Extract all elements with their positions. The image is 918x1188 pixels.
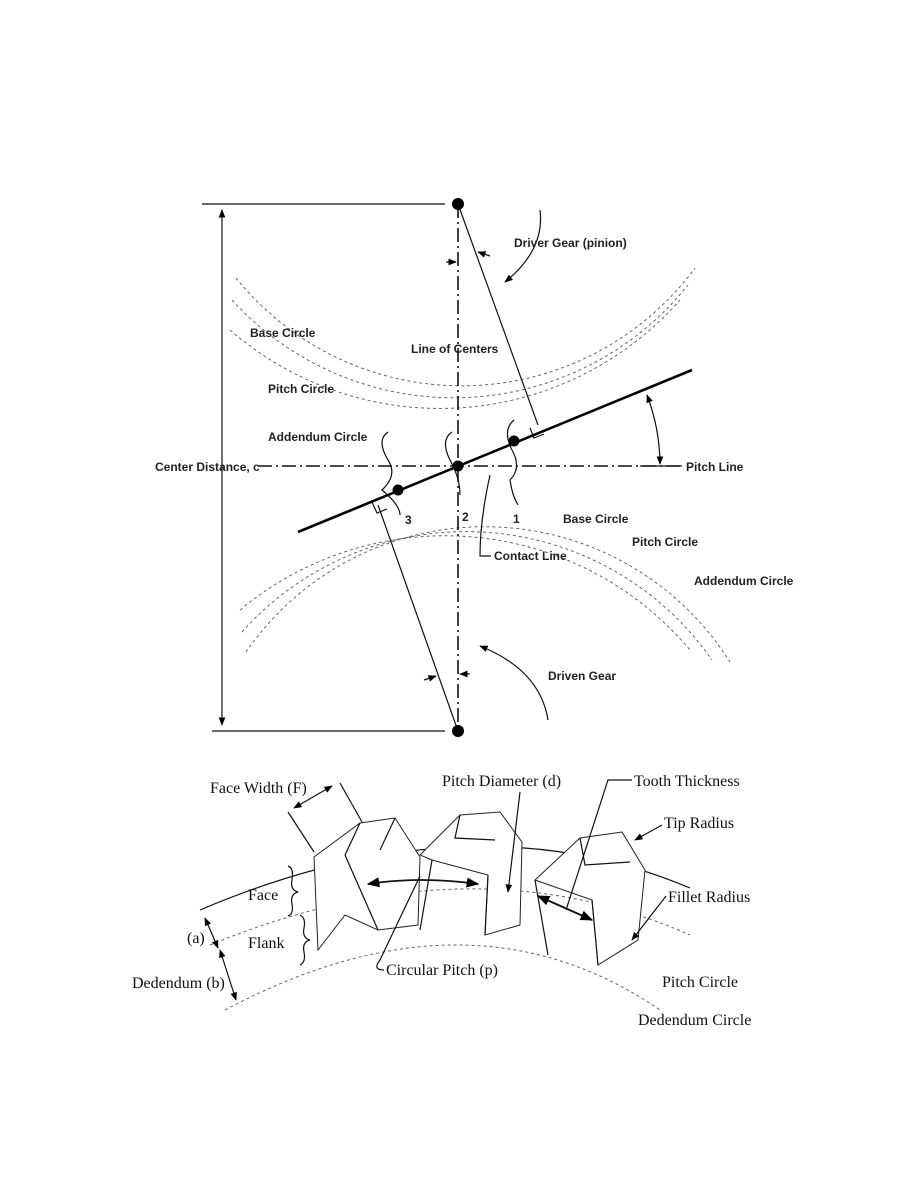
- contact-point-1: [508, 435, 520, 447]
- circular-pitch-label: Circular Pitch (p): [386, 962, 498, 979]
- flank-label: Flank: [248, 935, 284, 952]
- bottom-angle-arrow-left: [423, 675, 437, 682]
- pitch-circle-right-label: Pitch Circle: [632, 535, 698, 549]
- driven-gear-label: Driven Gear: [548, 669, 616, 683]
- dedendum-label: Dedendum (b): [132, 975, 225, 992]
- driver-pitch-circle: [231, 284, 689, 399]
- addendum-a-label: (a): [187, 930, 205, 947]
- gear-tooth-diagram: Face Width (F) Pitch Diameter (d) Tooth …: [132, 773, 751, 1029]
- pitch-line-label: Pitch Line: [686, 460, 744, 474]
- face-label: Face: [248, 887, 278, 904]
- contact-point-3: [392, 484, 404, 496]
- tooth-brace-3: [381, 431, 401, 516]
- tooth-thickness-label: Tooth Thickness: [634, 773, 740, 790]
- driven-addendum-circle: [245, 526, 731, 663]
- driven-pitch-circle: [241, 531, 713, 661]
- top-angle-arrow-right: [477, 251, 491, 258]
- flank-brace: [299, 914, 311, 966]
- driven-rotation-arrow: [479, 645, 549, 721]
- center-distance-dimension: [202, 203, 445, 732]
- base-circle-right-label: Base Circle: [563, 512, 629, 526]
- point-1-label: 1: [513, 512, 520, 526]
- tooth-brace-1: [506, 419, 519, 506]
- driven-gear-circles: [239, 526, 731, 663]
- driven-right-angle-mark: [371, 501, 388, 514]
- driven-center-point: [452, 725, 464, 737]
- gear-tooth-3: [534, 831, 646, 966]
- pitch-diameter-leader: [505, 791, 521, 893]
- driver-normal-line: [457, 203, 539, 426]
- point-3-label: 3: [405, 513, 412, 527]
- driver-rotation-arrow: [504, 209, 542, 283]
- gear-tooth-2: [419, 811, 523, 936]
- addendum-circle-right-label: Addendum Circle: [694, 574, 794, 588]
- dedendum-dim: [219, 949, 237, 1001]
- point-2-label: 2: [462, 510, 469, 524]
- dedendum-circle-arc: [224, 944, 661, 1011]
- pitch-diameter-label: Pitch Diameter (d): [442, 773, 561, 790]
- tooth-thickness-arrow: [536, 895, 594, 921]
- driver-center-point: [452, 198, 464, 210]
- addendum-circle-left-label: Addendum Circle: [268, 430, 368, 444]
- face-width-ext-2: [339, 782, 363, 823]
- driven-base-circle: [239, 535, 691, 651]
- tip-radius-label: Tip Radius: [664, 815, 734, 832]
- driver-gear-label: Driver Gear (pinion): [514, 236, 627, 250]
- base-circle-left-label: Base Circle: [250, 326, 316, 340]
- fillet-radius-leader: [631, 895, 667, 941]
- face-width-label: Face Width (F): [210, 780, 307, 797]
- face-width-dim: [293, 785, 333, 809]
- contact-line-label: Contact Line: [494, 549, 567, 563]
- face-brace: [287, 865, 299, 917]
- contact-line-leader: [479, 474, 491, 557]
- tooth-brace-2: [444, 431, 461, 496]
- circular-pitch-leader: [376, 875, 421, 971]
- pitch-circle-left-label: Pitch Circle: [268, 382, 334, 396]
- line-of-action: [297, 368, 693, 534]
- contact-point-2: [452, 460, 464, 472]
- line-of-centers-label: Line of Centers: [411, 342, 499, 356]
- dedendum-circle-label: Dedendum Circle: [638, 1012, 751, 1029]
- gear-mesh-diagram: Driver Gear (pinion) Line of Centers Bas…: [155, 198, 794, 737]
- driver-gear-circles: [229, 267, 696, 409]
- addendum-dim: [204, 917, 219, 949]
- face-width-ext-1: [287, 811, 315, 853]
- tip-radius-leader: [634, 824, 663, 841]
- fillet-radius-label: Fillet Radius: [668, 889, 750, 906]
- driver-base-circle: [229, 299, 681, 409]
- tooth-thickness-leader: [565, 779, 632, 911]
- gear-tooth-1: [313, 817, 421, 952]
- driven-normal-line: [377, 504, 459, 732]
- circular-pitch-arrow: [366, 877, 480, 888]
- driver-right-angle-mark: [529, 427, 545, 439]
- driver-addendum-circle: [235, 267, 696, 387]
- center-distance-label: Center Distance, c: [155, 460, 260, 474]
- pitch-circle-label: Pitch Circle: [662, 974, 738, 991]
- pressure-angle-arc: [646, 394, 664, 465]
